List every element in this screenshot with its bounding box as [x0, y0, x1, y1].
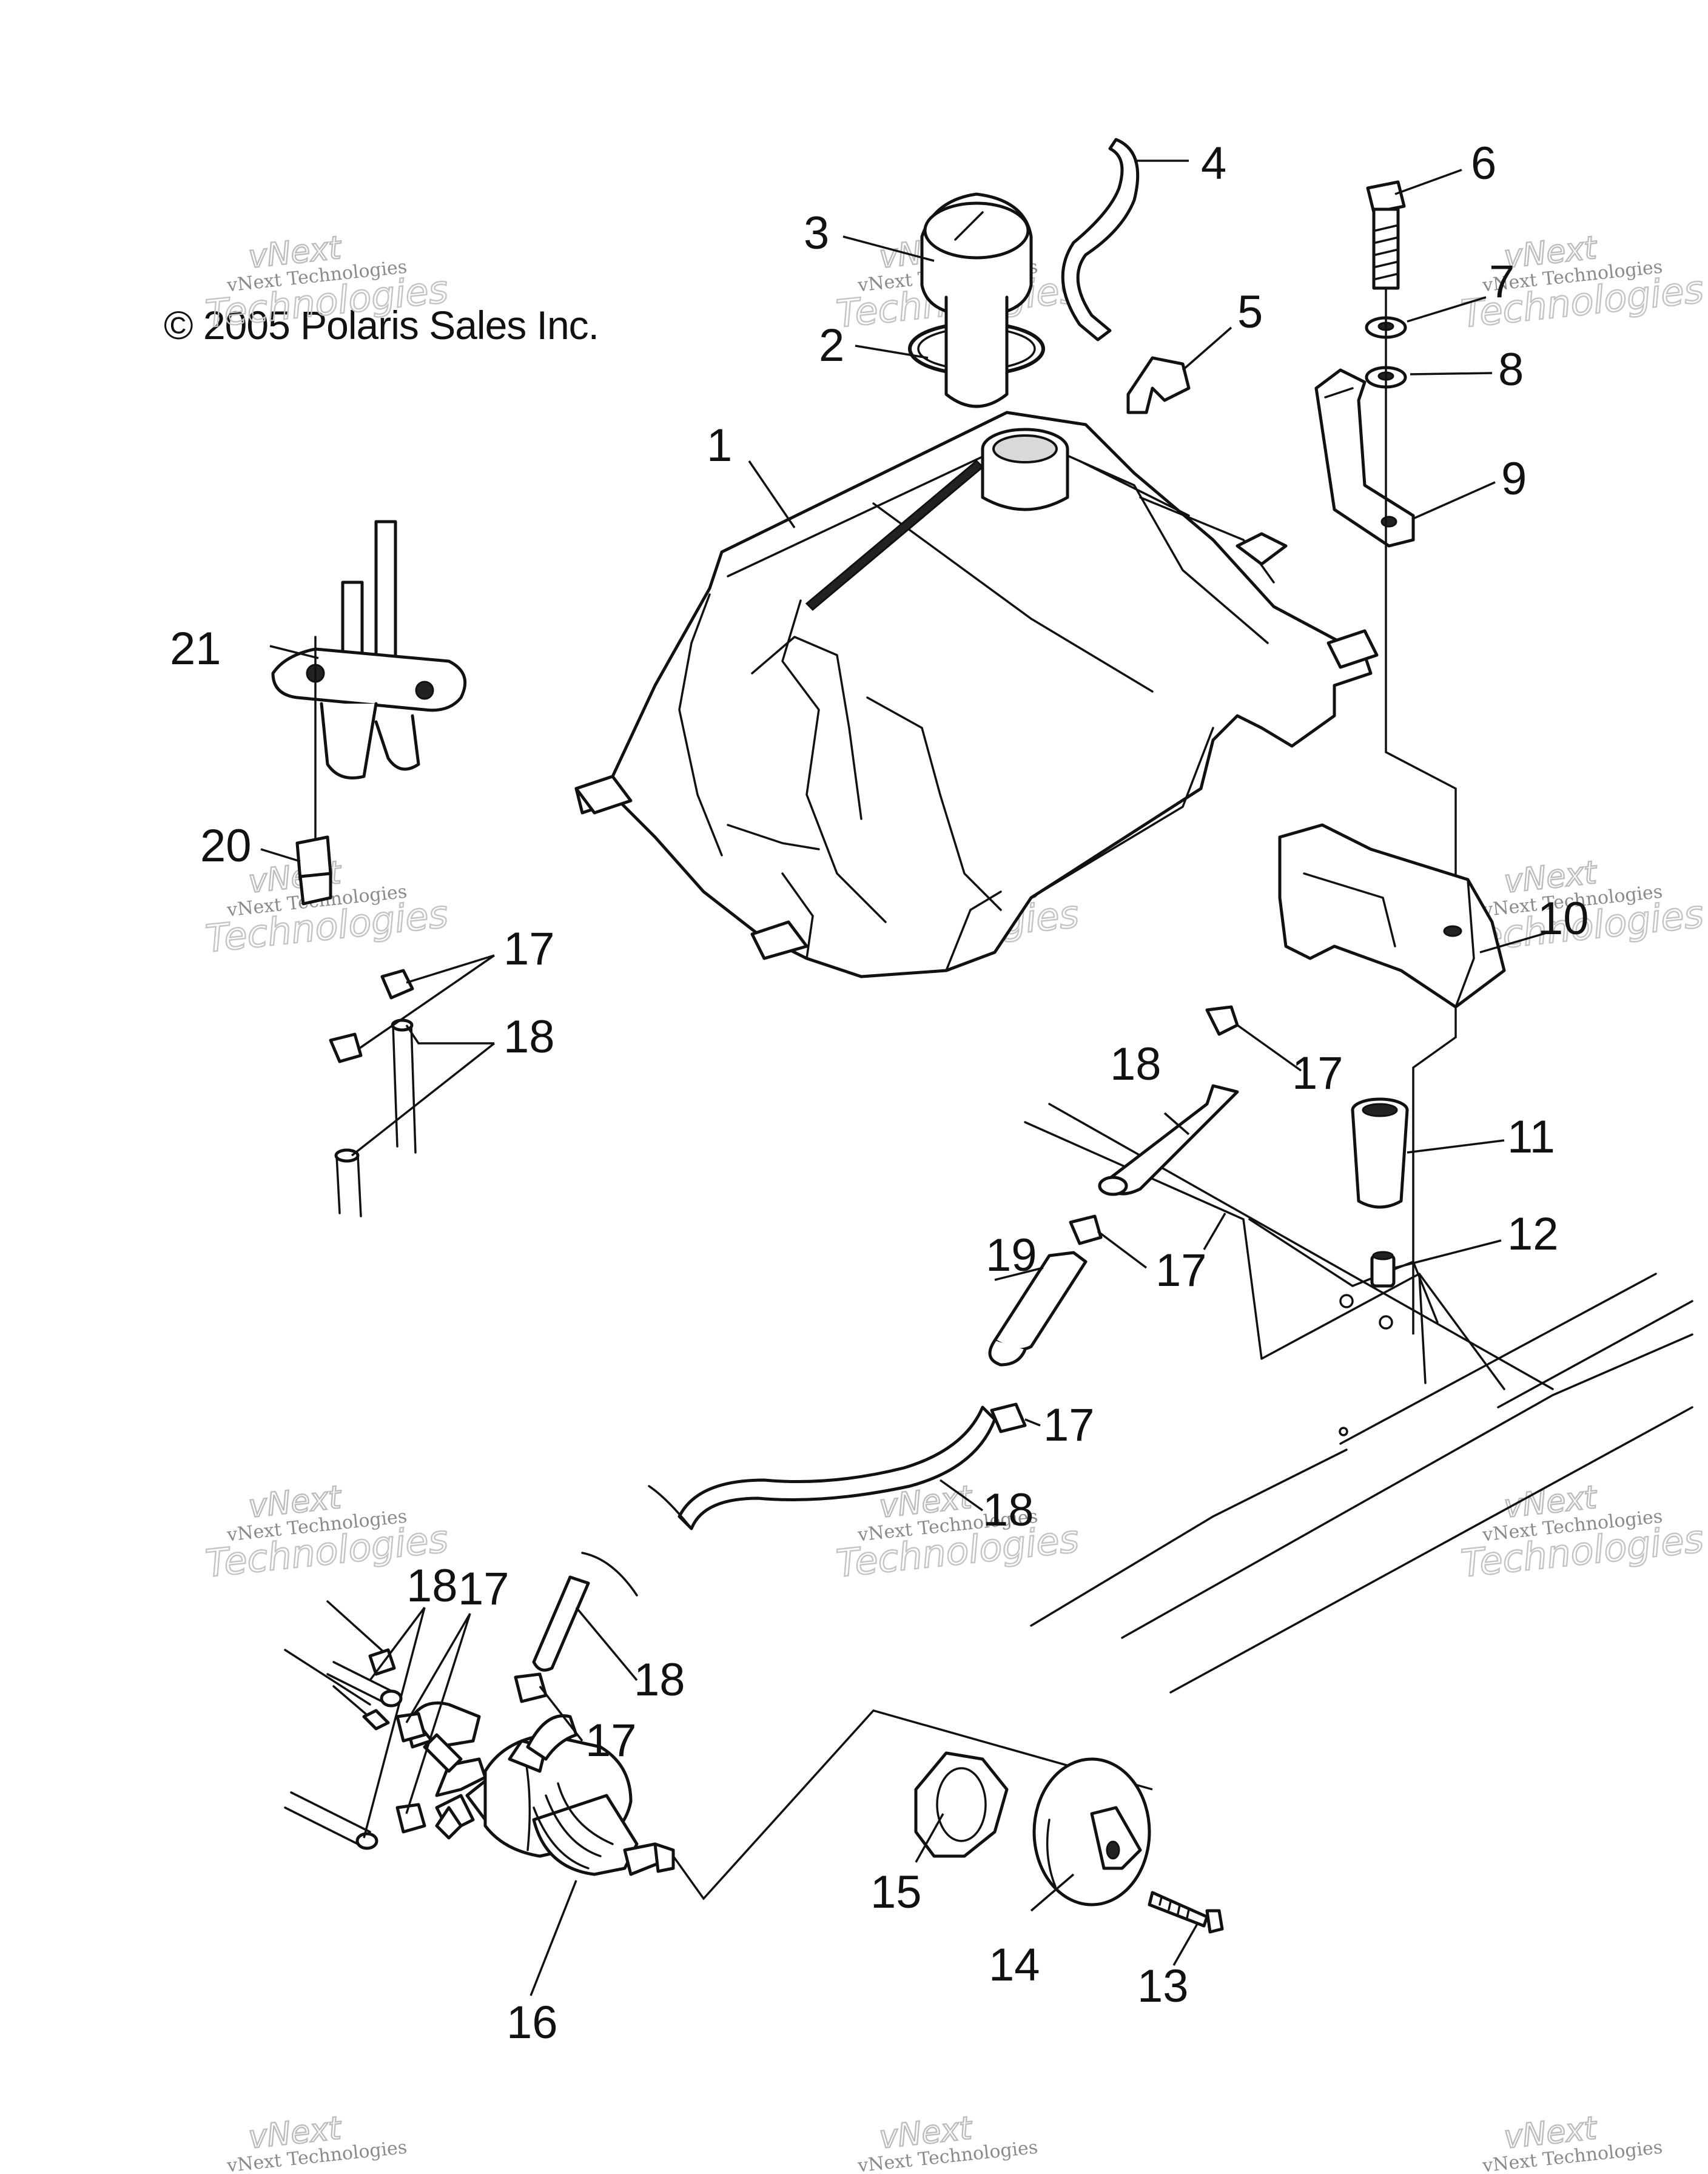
pump-hose-left — [284, 1661, 403, 1850]
callout-10: 10 — [1538, 893, 1589, 944]
callout-17: 17 — [503, 923, 555, 975]
vent-elbow-fitting — [1126, 356, 1191, 414]
fuel-hose-upper — [1098, 1084, 1239, 1196]
fuel-cap — [920, 192, 1033, 408]
frame-rails — [1024, 1103, 1693, 1694]
callout-12: 12 — [1507, 1208, 1559, 1260]
pump-hose-upper — [532, 1552, 638, 1672]
callout-11: 11 — [1507, 1111, 1555, 1163]
callout-6: 6 — [1471, 138, 1496, 189]
callout-4: 4 — [1201, 138, 1226, 189]
copyright-notice: © 2005 Polaris Sales Inc. — [164, 303, 599, 348]
hose-clamp — [329, 1032, 363, 1063]
callout-18: 18 — [503, 1011, 555, 1063]
callout-15: 15 — [870, 1866, 922, 1918]
callout-17: 17 — [585, 1715, 637, 1766]
callout-9: 9 — [1501, 453, 1527, 505]
watermark: vNext vNext Technologies Technologies — [203, 229, 451, 337]
hose-clamp — [990, 1402, 1027, 1433]
rubber-spacer-block — [1278, 823, 1506, 1009]
callout-5: 5 — [1237, 286, 1263, 338]
fuel-tank — [574, 411, 1379, 978]
pump-mount-plate — [914, 1751, 1009, 1858]
pump-mount-screw — [1148, 1891, 1224, 1934]
fuel-shutoff-valve — [271, 520, 467, 869]
fuel-hose-left — [334, 1018, 417, 1217]
watermark: vNext vNext Technologies Technologies — [1458, 1478, 1706, 1586]
mount-bushing — [1370, 1251, 1396, 1288]
callout-17: 17 — [1043, 1399, 1095, 1451]
callout-17: 17 — [1292, 1048, 1343, 1099]
hose-clamp — [380, 969, 414, 1000]
callout-14: 14 — [989, 1939, 1040, 1991]
watermark: vNext vNext Technologies — [1481, 2109, 1664, 2174]
callout-13: 13 — [1137, 1960, 1189, 2012]
callout-20: 20 — [200, 820, 252, 872]
leader-lines — [260, 160, 1553, 1996]
callout-21: 21 — [170, 623, 221, 675]
valve-clamp — [295, 835, 332, 906]
pump-to-mount-line — [672, 1709, 1153, 1900]
hose-clamp — [1205, 1005, 1239, 1036]
callout-18: 18 — [406, 1560, 458, 1612]
callout-18: 18 — [1110, 1038, 1162, 1090]
callout-16: 16 — [506, 1997, 558, 2048]
callout-1: 1 — [707, 420, 732, 471]
vent-hose — [1061, 138, 1140, 342]
hose-clamp — [395, 1712, 426, 1743]
callout-17: 17 — [458, 1563, 509, 1615]
pump-mount-grommet — [1032, 1757, 1151, 1906]
watermark: vNext vNext Technologies — [856, 2109, 1039, 2174]
fuel-hose-lower — [648, 1405, 997, 1530]
hose-clamp — [395, 1803, 426, 1834]
callout-2: 2 — [819, 320, 844, 371]
callouts: 1 2 3 4 5 6 7 8 9 10 11 12 13 14 15 16 1… — [170, 138, 1589, 2048]
callout-18: 18 — [634, 1654, 685, 1706]
mount-bracket — [1314, 368, 1415, 548]
callout-7: 7 — [1489, 256, 1515, 308]
callout-17: 17 — [1155, 1245, 1207, 1296]
callout-8: 8 — [1498, 344, 1524, 395]
mount-bolt — [1366, 180, 1406, 290]
callout-19: 19 — [986, 1230, 1037, 1281]
callout-18: 18 — [983, 1484, 1034, 1536]
mount-sleeve — [1351, 1097, 1409, 1209]
watermark: vNext vNext Technologies — [226, 2109, 408, 2174]
callout-3: 3 — [804, 207, 829, 259]
inline-fuel-filter — [988, 1251, 1088, 1367]
hose-clamp — [1069, 1214, 1103, 1245]
